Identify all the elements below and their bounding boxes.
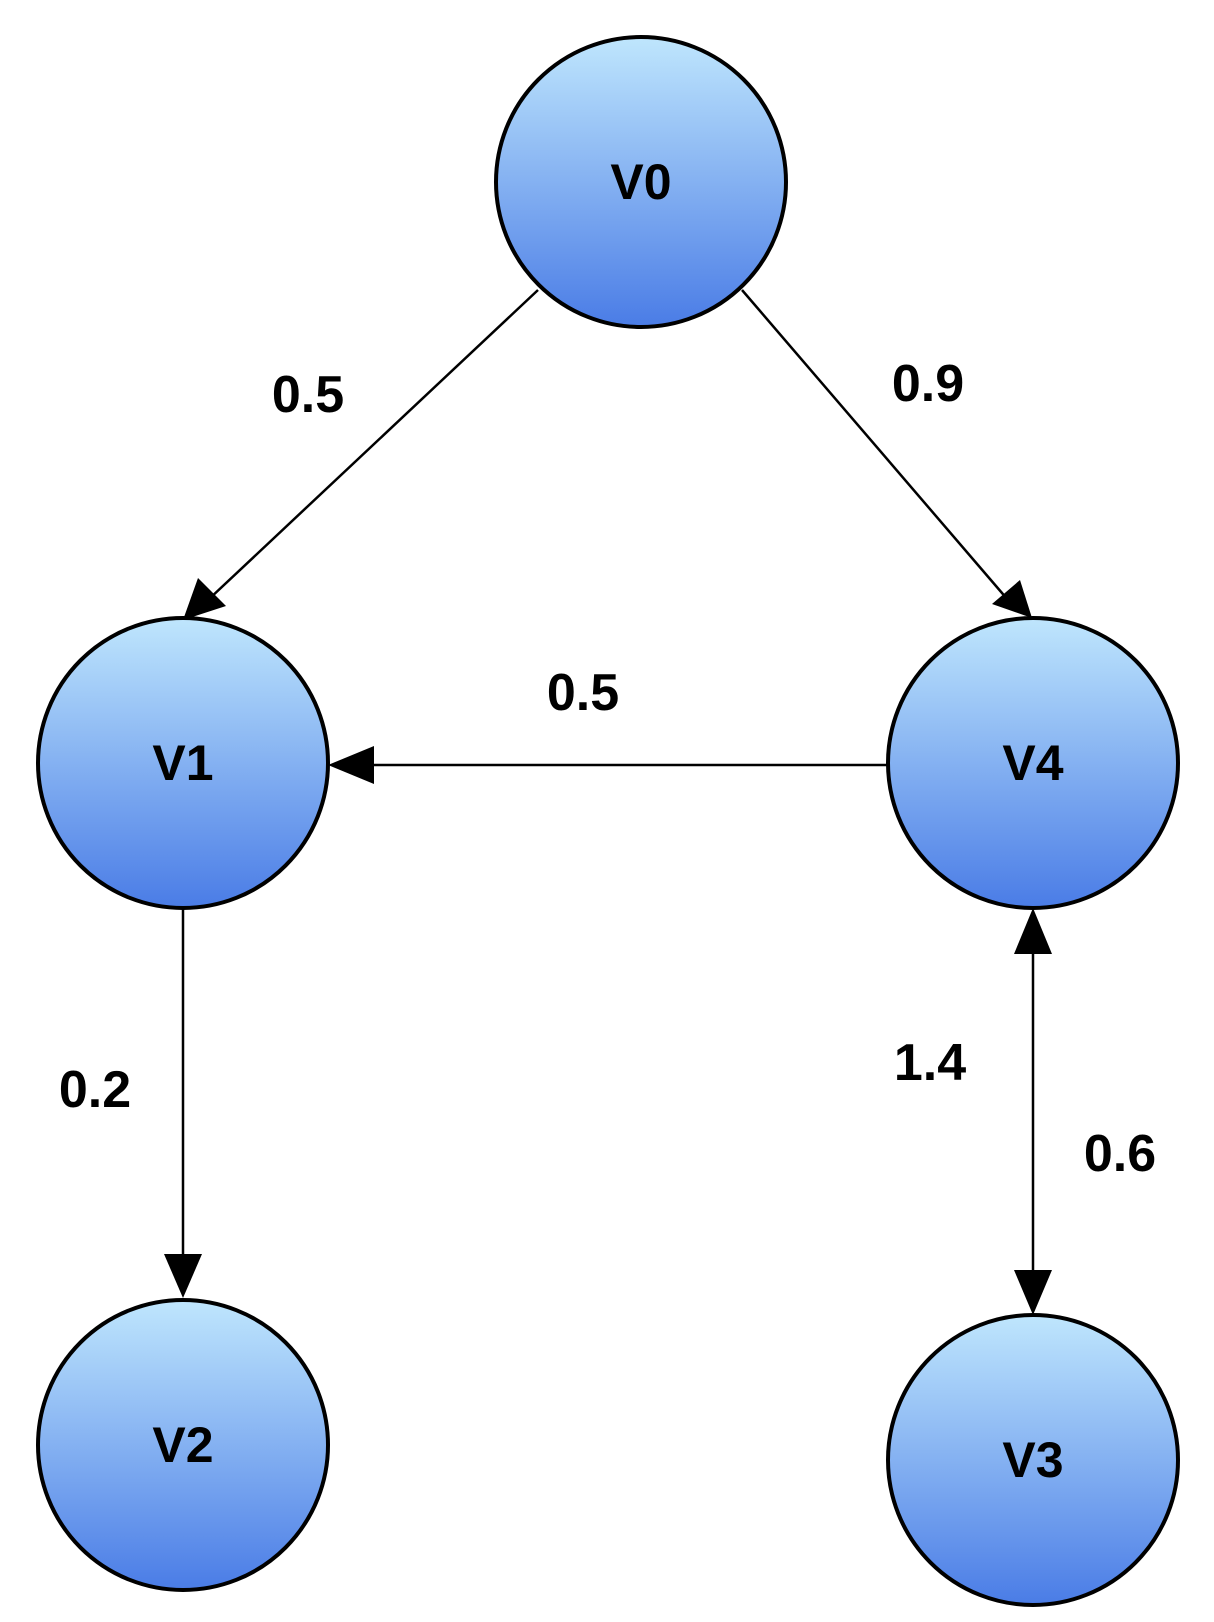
arrowhead-icon [183,578,226,620]
node-label: V0 [610,154,671,210]
edge-weight-label: 0.6 [1084,1125,1156,1183]
edge-line [741,289,1009,601]
arrowhead-icon [164,1254,202,1298]
arrowhead-icon [992,580,1032,618]
edge-line [207,289,539,601]
node-circle [36,1298,330,1592]
node-v4[interactable]: V4 [886,616,1180,910]
node-label: V1 [152,735,213,791]
edge-weight-label: 0.5 [272,366,344,424]
node-label: V4 [1002,735,1063,791]
edge-v1-v2: 0.2 [59,909,202,1298]
edge-weight-label: 0.9 [892,355,964,413]
nodes: V0 V1 V4 V2 V3 [36,35,1180,1607]
edge-v0-v1: 0.5 [183,289,539,620]
node-circle [36,616,330,910]
node-circle [494,35,788,329]
node-label: V2 [152,1417,213,1473]
node-label: V3 [1002,1432,1063,1488]
node-v2[interactable]: V2 [36,1298,330,1592]
edge-weight-label: 0.5 [547,664,619,722]
node-v3[interactable]: V3 [886,1313,1180,1607]
edge-weight-label: 1.4 [894,1034,966,1092]
node-circle [886,1313,1180,1607]
arrowhead-icon [328,746,374,784]
arrowhead-icon [1014,908,1052,954]
edge-v0-v4: 0.9 [741,289,1032,618]
node-v0[interactable]: V0 [494,35,788,329]
edge-v4-v1: 0.5 [328,664,888,784]
node-circle [886,616,1180,910]
node-v1[interactable]: V1 [36,616,330,910]
edge-weight-label: 0.2 [59,1061,131,1119]
edges: 0.5 0.9 0.5 0.2 1.4 0.6 [59,289,1156,1315]
arrowhead-icon [1014,1270,1052,1315]
edge-v4-v3: 1.4 0.6 [894,908,1156,1315]
